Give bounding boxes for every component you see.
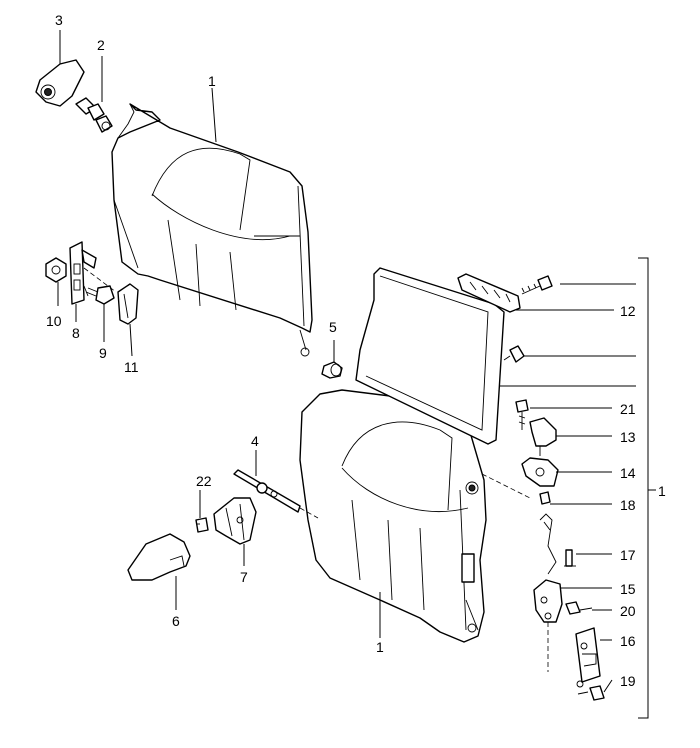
label-11: 11	[124, 359, 139, 375]
clip	[503, 345, 525, 363]
label-7: 7	[240, 569, 248, 585]
release-button	[321, 361, 343, 379]
label-20: 20	[620, 603, 636, 619]
latch-housing	[213, 497, 257, 545]
pivot-bolt	[75, 97, 113, 133]
group-bracket	[638, 257, 656, 719]
pivot-cap	[35, 59, 85, 107]
back-panel	[355, 267, 505, 445]
label-14: 14	[620, 465, 636, 481]
label-21: 21	[620, 401, 636, 417]
hinge-cover	[117, 283, 139, 325]
backrest-lower	[299, 389, 487, 643]
part-number-labels: 1 1 1 2 3 4 5 6 7 8 9 10 11 22 12 21 13 …	[46, 12, 666, 689]
label-6: 6	[172, 613, 180, 629]
label-4: 4	[251, 433, 259, 449]
screw-top-right	[521, 275, 553, 295]
release-rod	[233, 469, 319, 519]
label-8: 8	[72, 325, 80, 341]
label-12: 12	[620, 303, 636, 319]
label-3: 3	[55, 12, 63, 28]
label-18: 18	[620, 497, 636, 513]
latch-assembly	[481, 399, 605, 701]
backrest-upper	[111, 103, 313, 357]
trim-cap	[127, 533, 191, 581]
label-1-upper: 1	[208, 73, 216, 89]
hex-bolt	[83, 285, 115, 305]
label-1-lower: 1	[376, 639, 384, 655]
label-15: 15	[620, 581, 636, 597]
label-19: 19	[620, 673, 636, 689]
leader-lines	[57, 30, 636, 693]
nut	[45, 257, 67, 283]
label-22: 22	[196, 473, 212, 489]
label-10: 10	[46, 313, 62, 329]
label-17: 17	[620, 547, 636, 563]
label-9: 9	[99, 345, 107, 361]
label-16: 16	[620, 633, 636, 649]
label-1-group: 1	[658, 483, 666, 499]
label-13: 13	[620, 429, 636, 445]
screw-22	[195, 517, 209, 533]
label-2: 2	[97, 37, 105, 53]
label-5: 5	[329, 319, 337, 335]
grab-handle	[457, 273, 521, 313]
